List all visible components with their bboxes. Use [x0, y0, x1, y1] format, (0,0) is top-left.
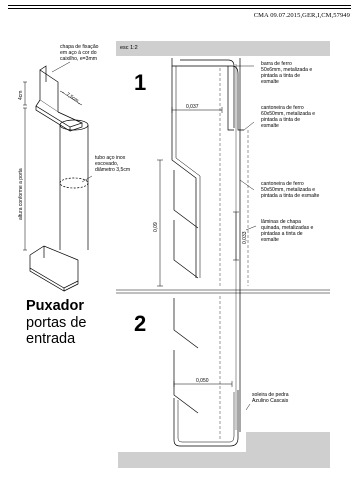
section-detail — [116, 41, 330, 468]
drawing-title: Puxador portas de entrada — [26, 298, 86, 348]
soleira-note: soleira de pedra Azulino Cascais — [252, 392, 289, 404]
header-rule-top — [8, 5, 351, 7]
dim-top-text: 4cm — [18, 91, 24, 100]
dim-037-text: 0,037 — [186, 104, 199, 110]
cantoneira-60-note: cantoneira de ferro 60x50mm, metalizada … — [261, 105, 316, 129]
dim-050-text: 0,050 — [196, 378, 209, 384]
header-rule-mid — [8, 8, 351, 9]
drawing-code: CMA 09.07.2015,GER,I,CM,57949 — [253, 12, 350, 19]
section-number-2: 2 — [134, 311, 147, 336]
title-line-2: portas de — [26, 314, 87, 331]
laminas-note: lâminas de chapa quinada, metalizadas e … — [261, 219, 314, 243]
dim-033-text: 0,033 — [242, 231, 248, 244]
title-line-3: entrada — [26, 331, 76, 347]
cantoneira-50-note: cantoneira de ferro 50x50mm, metalizada … — [261, 181, 320, 199]
chapa-label: chapa de fixação em aço à cor do caixilh… — [60, 44, 99, 62]
dim-height-text: altura conforme a porta — [18, 168, 24, 220]
barra-note: barra de ferro 50x6mm, metalizada e pint… — [261, 61, 313, 85]
handle-isometric — [23, 61, 93, 292]
title-line-1: Puxador — [26, 298, 85, 314]
dim-depth-text: 7,5cm — [65, 92, 80, 104]
dim-09-text: 0,09 — [153, 222, 159, 232]
tubo-label: tubo aço inox escovado, diâmetro 3,5cm — [95, 155, 131, 173]
section-number-1: 1 — [134, 70, 147, 95]
scale-label: esc 1:2 — [120, 45, 138, 51]
